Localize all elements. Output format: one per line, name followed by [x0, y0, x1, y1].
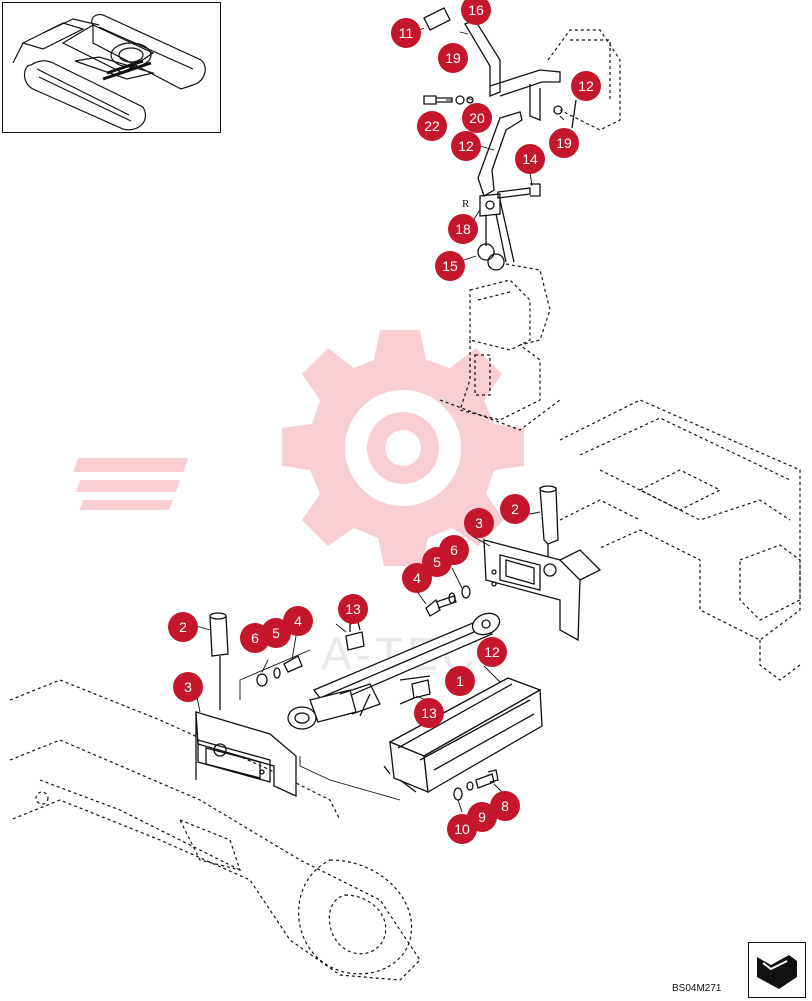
- svg-text:6: 6: [251, 630, 259, 646]
- svg-text:2: 2: [179, 619, 187, 635]
- svg-text:11: 11: [399, 25, 414, 41]
- arrow-glyph: [757, 955, 797, 989]
- svg-text:12: 12: [578, 78, 594, 94]
- callout-12-bottom[interactable]: 13: [414, 698, 444, 728]
- callout-8[interactable]: 8: [490, 791, 520, 821]
- machine-location-thumbnail: [2, 2, 221, 133]
- svg-text:10: 10: [454, 821, 470, 837]
- callout-13[interactable]: 12: [451, 131, 481, 161]
- svg-text:8: 8: [501, 798, 509, 814]
- callout-6-left[interactable]: 6: [240, 623, 270, 653]
- cylinder-guard: [383, 677, 543, 794]
- hydraulic-cylinder: [287, 612, 501, 730]
- r-mark: R: [462, 198, 470, 210]
- upper-frame-dashed: [559, 399, 801, 681]
- drawing-code: BS04M271: [672, 983, 722, 994]
- svg-text:13: 13: [421, 705, 437, 721]
- callout-6-right[interactable]: 6: [439, 535, 469, 565]
- leader-lines: [195, 27, 565, 813]
- callout-20-top[interactable]: 19: [438, 43, 468, 73]
- svg-text:22: 22: [424, 118, 440, 134]
- right-bracket: [483, 485, 602, 642]
- callout-2-right[interactable]: 2: [500, 494, 530, 524]
- svg-text:3: 3: [184, 679, 192, 695]
- svg-text:1: 1: [456, 673, 464, 689]
- watermark-logo: [73, 330, 524, 566]
- callout-21[interactable]: 20: [462, 103, 492, 133]
- svg-text:12: 12: [484, 644, 500, 660]
- svg-text:6: 6: [450, 542, 458, 558]
- svg-text:19: 19: [556, 135, 572, 151]
- next-page-arrow-icon[interactable]: [748, 942, 806, 998]
- guard-bolt-set: [453, 769, 499, 801]
- callout-18[interactable]: 12: [571, 71, 601, 101]
- svg-text:5: 5: [433, 554, 441, 570]
- svg-text:3: 3: [475, 515, 483, 531]
- svg-text:13: 13: [345, 601, 361, 617]
- fittings: [345, 621, 431, 705]
- svg-text:16: 16: [468, 2, 484, 18]
- right-bolt-set: [425, 585, 471, 617]
- svg-text:18: 18: [455, 221, 471, 237]
- callout-20-right[interactable]: 19: [549, 128, 579, 158]
- callout-16[interactable]: 15: [435, 251, 465, 281]
- left-bracket: [195, 612, 297, 798]
- svg-text:2: 2: [511, 501, 519, 517]
- callout-3-right[interactable]: 3: [464, 508, 494, 538]
- svg-text:19: 19: [445, 50, 461, 66]
- callout-1[interactable]: 1: [445, 666, 475, 696]
- svg-text:20: 20: [469, 110, 485, 126]
- lower-frame-dashed: [9, 679, 421, 981]
- callout-4-left[interactable]: 4: [283, 606, 313, 636]
- callout-11[interactable]: 12: [477, 637, 507, 667]
- callout-3-left[interactable]: 3: [173, 672, 203, 702]
- callout-22[interactable]: 22: [417, 111, 447, 141]
- callout-14[interactable]: 16: [461, 0, 491, 25]
- callout-4-right[interactable]: 4: [402, 563, 432, 593]
- excavator-undercarriage-sketch: [12, 14, 206, 131]
- left-bolt-set: [256, 655, 303, 687]
- callout-12-top[interactable]: 13: [338, 594, 368, 624]
- callout-19[interactable]: 18: [448, 214, 478, 244]
- svg-text:4: 4: [294, 613, 302, 629]
- svg-text:15: 15: [442, 258, 458, 274]
- callout-17[interactable]: 11: [391, 18, 421, 48]
- callout-10[interactable]: 10: [447, 814, 477, 844]
- svg-text:4: 4: [413, 570, 421, 586]
- svg-text:9: 9: [478, 809, 486, 825]
- svg-text:12: 12: [458, 138, 474, 154]
- svg-text:14: 14: [522, 151, 538, 167]
- svg-text:5: 5: [272, 625, 280, 641]
- callout-2-left[interactable]: 2: [168, 612, 198, 642]
- callout-15[interactable]: 14: [515, 144, 545, 174]
